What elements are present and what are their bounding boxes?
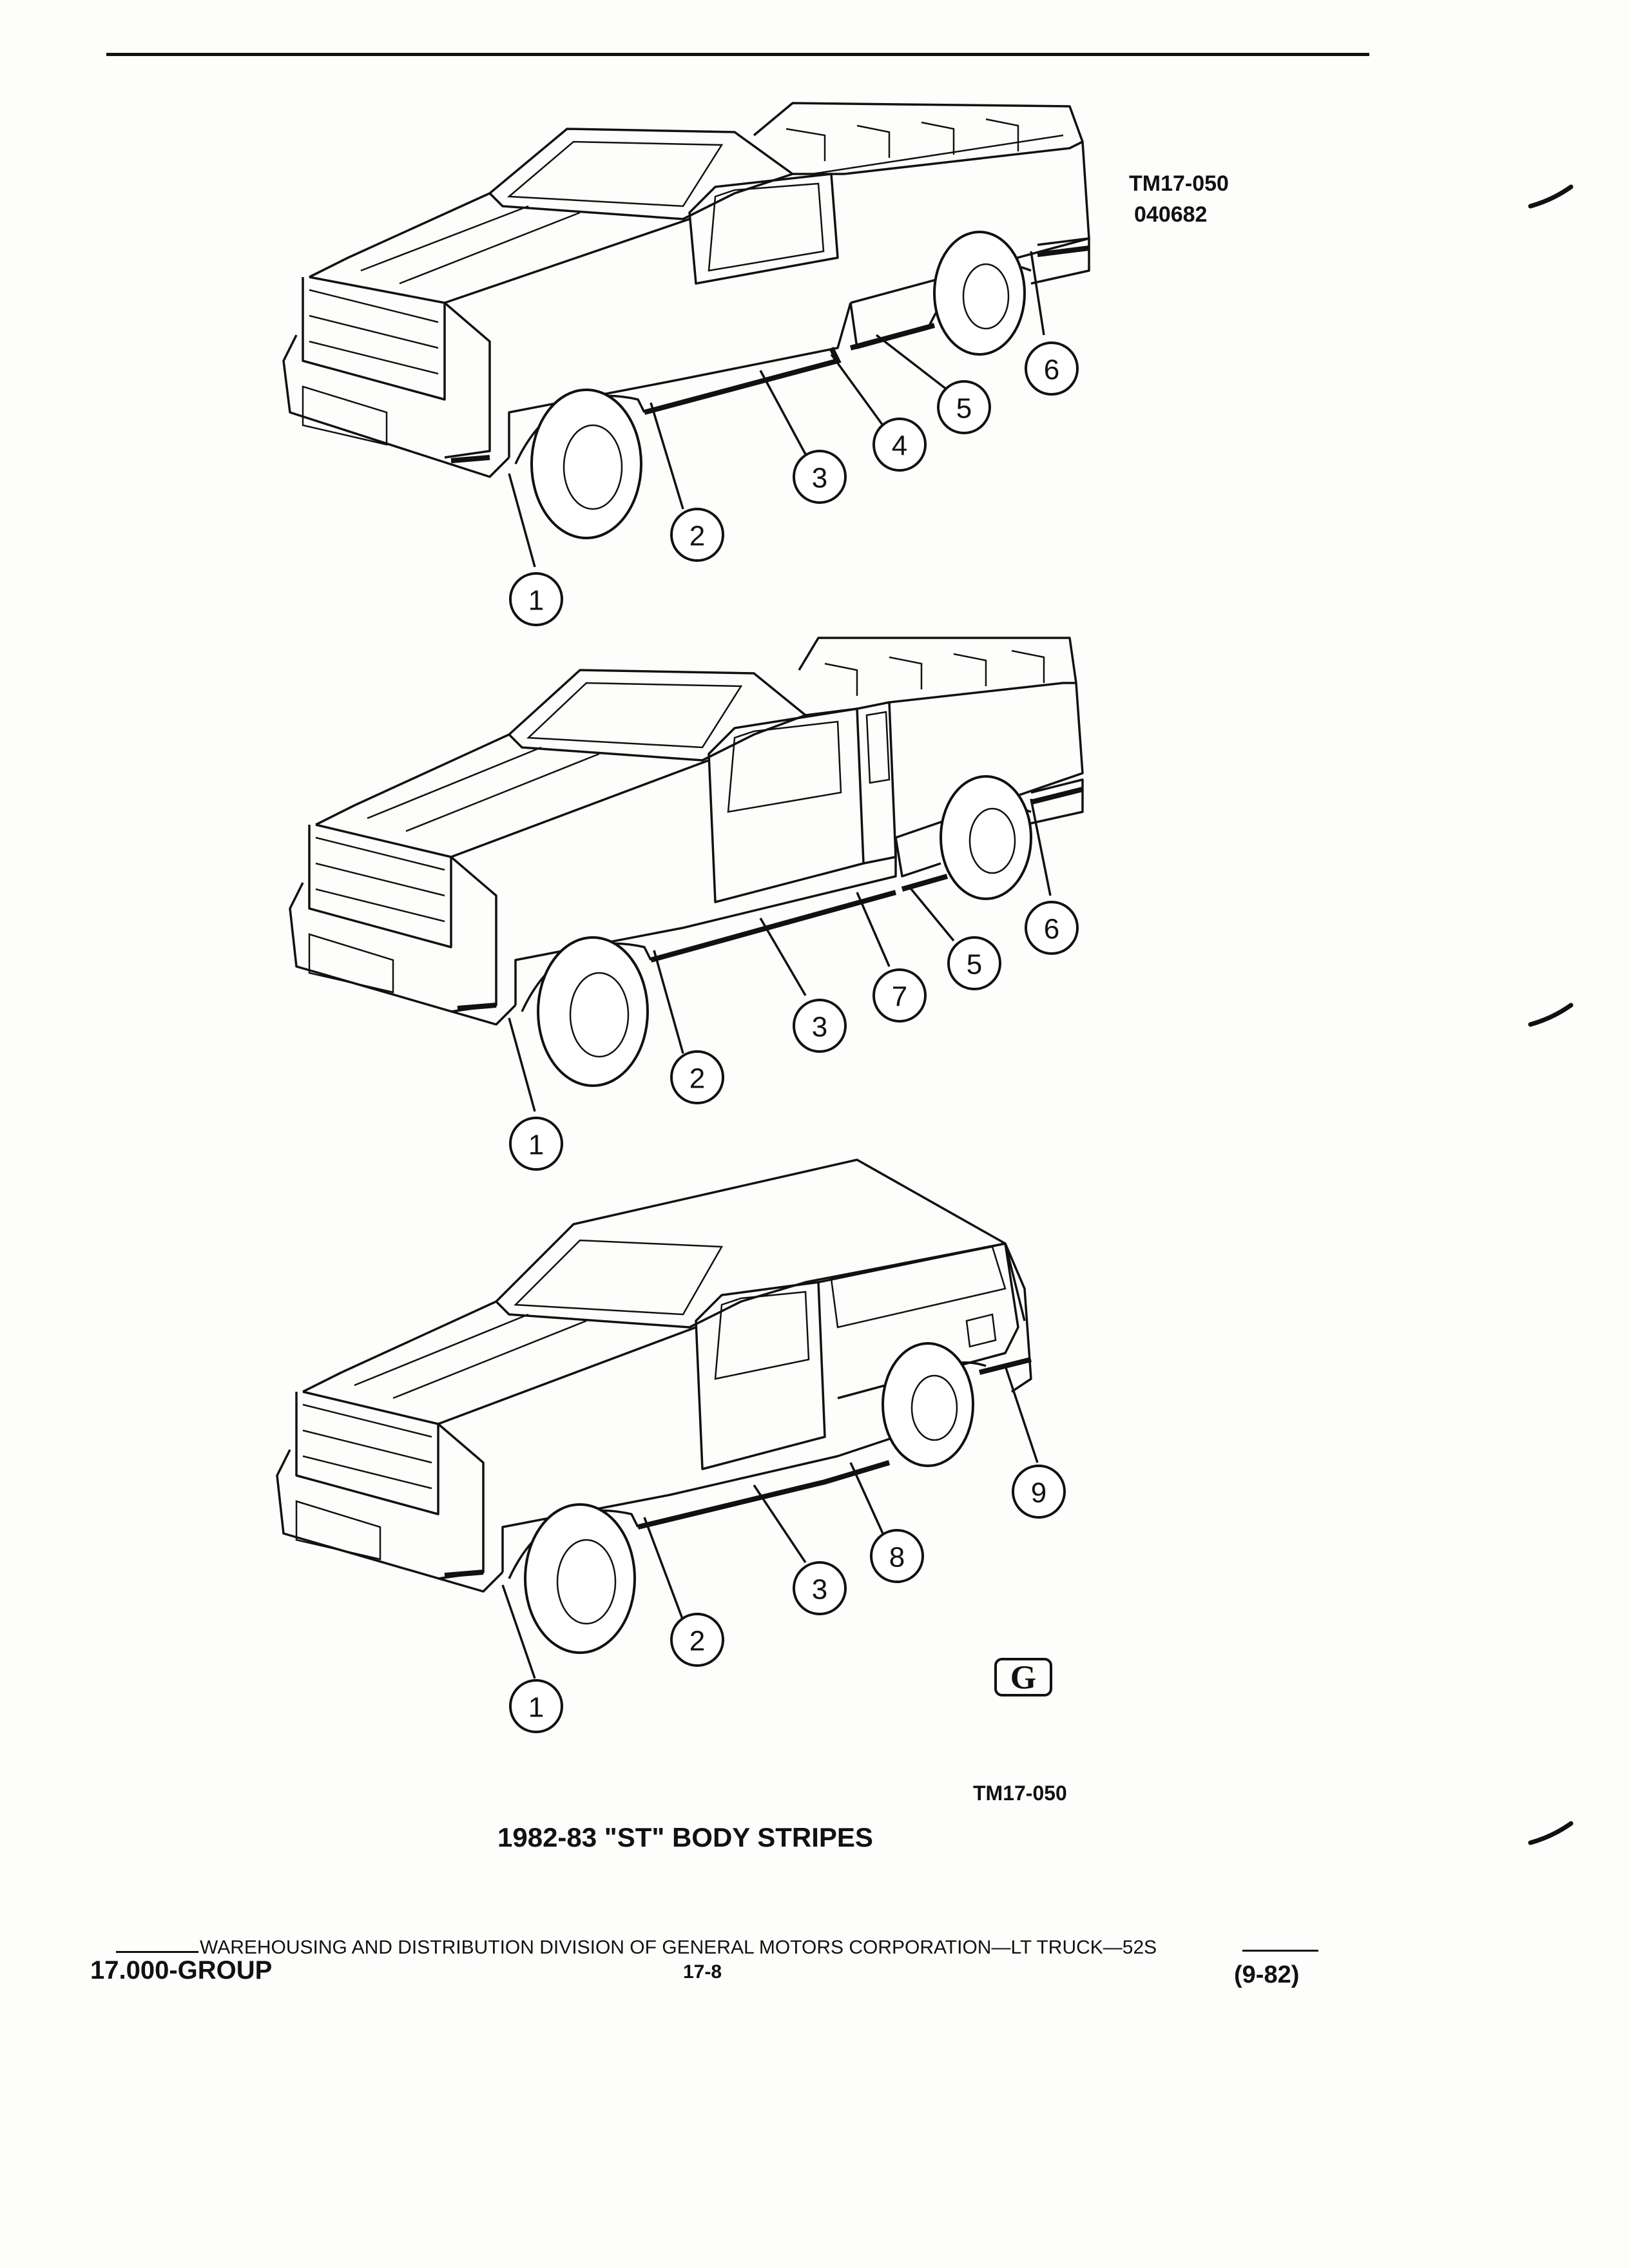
footer-date: (9-82) bbox=[1234, 1961, 1300, 1988]
callout-regular-cab-5: 5 bbox=[937, 380, 991, 434]
binder-mark-middle bbox=[1528, 1003, 1574, 1027]
figure-title: 1982-83 "ST" BODY STRIPES bbox=[497, 1822, 873, 1852]
svg-text:2: 2 bbox=[689, 1626, 705, 1657]
callout-blazer-9: 9 bbox=[1012, 1465, 1066, 1519]
callout-extended-cab-2: 2 bbox=[670, 1050, 724, 1104]
binder-mark-bottom bbox=[1528, 1821, 1574, 1845]
svg-text:2: 2 bbox=[689, 521, 705, 552]
pickup-extended-cab-drawing bbox=[289, 637, 1084, 1112]
callout-blazer-2: 2 bbox=[670, 1613, 724, 1667]
pickup-regular-cab-drawing bbox=[282, 102, 1090, 568]
svg-text:9: 9 bbox=[1031, 1477, 1046, 1509]
callout-regular-cab-4: 4 bbox=[872, 418, 927, 472]
svg-text:5: 5 bbox=[967, 949, 982, 981]
footer-page-number: 17-8 bbox=[683, 1961, 722, 1983]
svg-text:2: 2 bbox=[689, 1063, 705, 1095]
footer-lead-rule bbox=[116, 1951, 198, 1953]
callout-regular-cab-1: 1 bbox=[509, 572, 563, 626]
callout-extended-cab-6: 6 bbox=[1025, 901, 1079, 955]
callout-extended-cab-3: 3 bbox=[793, 999, 847, 1053]
binder-mark-top bbox=[1528, 184, 1574, 209]
svg-text:1: 1 bbox=[528, 585, 544, 617]
top-rule bbox=[106, 53, 1369, 56]
callout-blazer-8: 8 bbox=[870, 1529, 924, 1583]
svg-text:6: 6 bbox=[1044, 914, 1059, 945]
callout-blazer-3: 3 bbox=[793, 1561, 847, 1615]
callout-regular-cab-3: 3 bbox=[793, 450, 847, 504]
svg-text:3: 3 bbox=[812, 1574, 827, 1606]
footer-group: 17.000-GROUP bbox=[90, 1956, 273, 1984]
figure-code: TM17-050 bbox=[973, 1782, 1067, 1805]
svg-text:3: 3 bbox=[812, 463, 827, 494]
callout-extended-cab-7: 7 bbox=[872, 968, 927, 1023]
callout-regular-cab-6: 6 bbox=[1025, 341, 1079, 396]
svg-text:7: 7 bbox=[892, 981, 907, 1013]
svg-text:1: 1 bbox=[528, 1129, 544, 1161]
callout-extended-cab-5: 5 bbox=[947, 936, 1001, 990]
svg-text:6: 6 bbox=[1044, 354, 1059, 386]
callout-regular-cab-2: 2 bbox=[670, 508, 724, 562]
svg-text:G: G bbox=[1010, 1660, 1036, 1696]
header-code: TM17-050 bbox=[1129, 171, 1229, 196]
svg-text:4: 4 bbox=[892, 430, 907, 462]
header-code-number: 040682 bbox=[1134, 202, 1208, 227]
svg-text:5: 5 bbox=[956, 393, 972, 425]
svg-text:8: 8 bbox=[889, 1542, 905, 1573]
svg-text:1: 1 bbox=[528, 1692, 544, 1724]
blazer-drawing bbox=[276, 1158, 1039, 1679]
gm-logo-icon: G bbox=[994, 1658, 1052, 1696]
svg-text:3: 3 bbox=[812, 1012, 827, 1043]
callout-blazer-1: 1 bbox=[509, 1679, 563, 1733]
footer-division-line: WAREHOUSING AND DISTRIBUTION DIVISION OF… bbox=[200, 1937, 1157, 1958]
callout-extended-cab-1: 1 bbox=[509, 1117, 563, 1171]
footer-date-rule bbox=[1242, 1950, 1318, 1952]
